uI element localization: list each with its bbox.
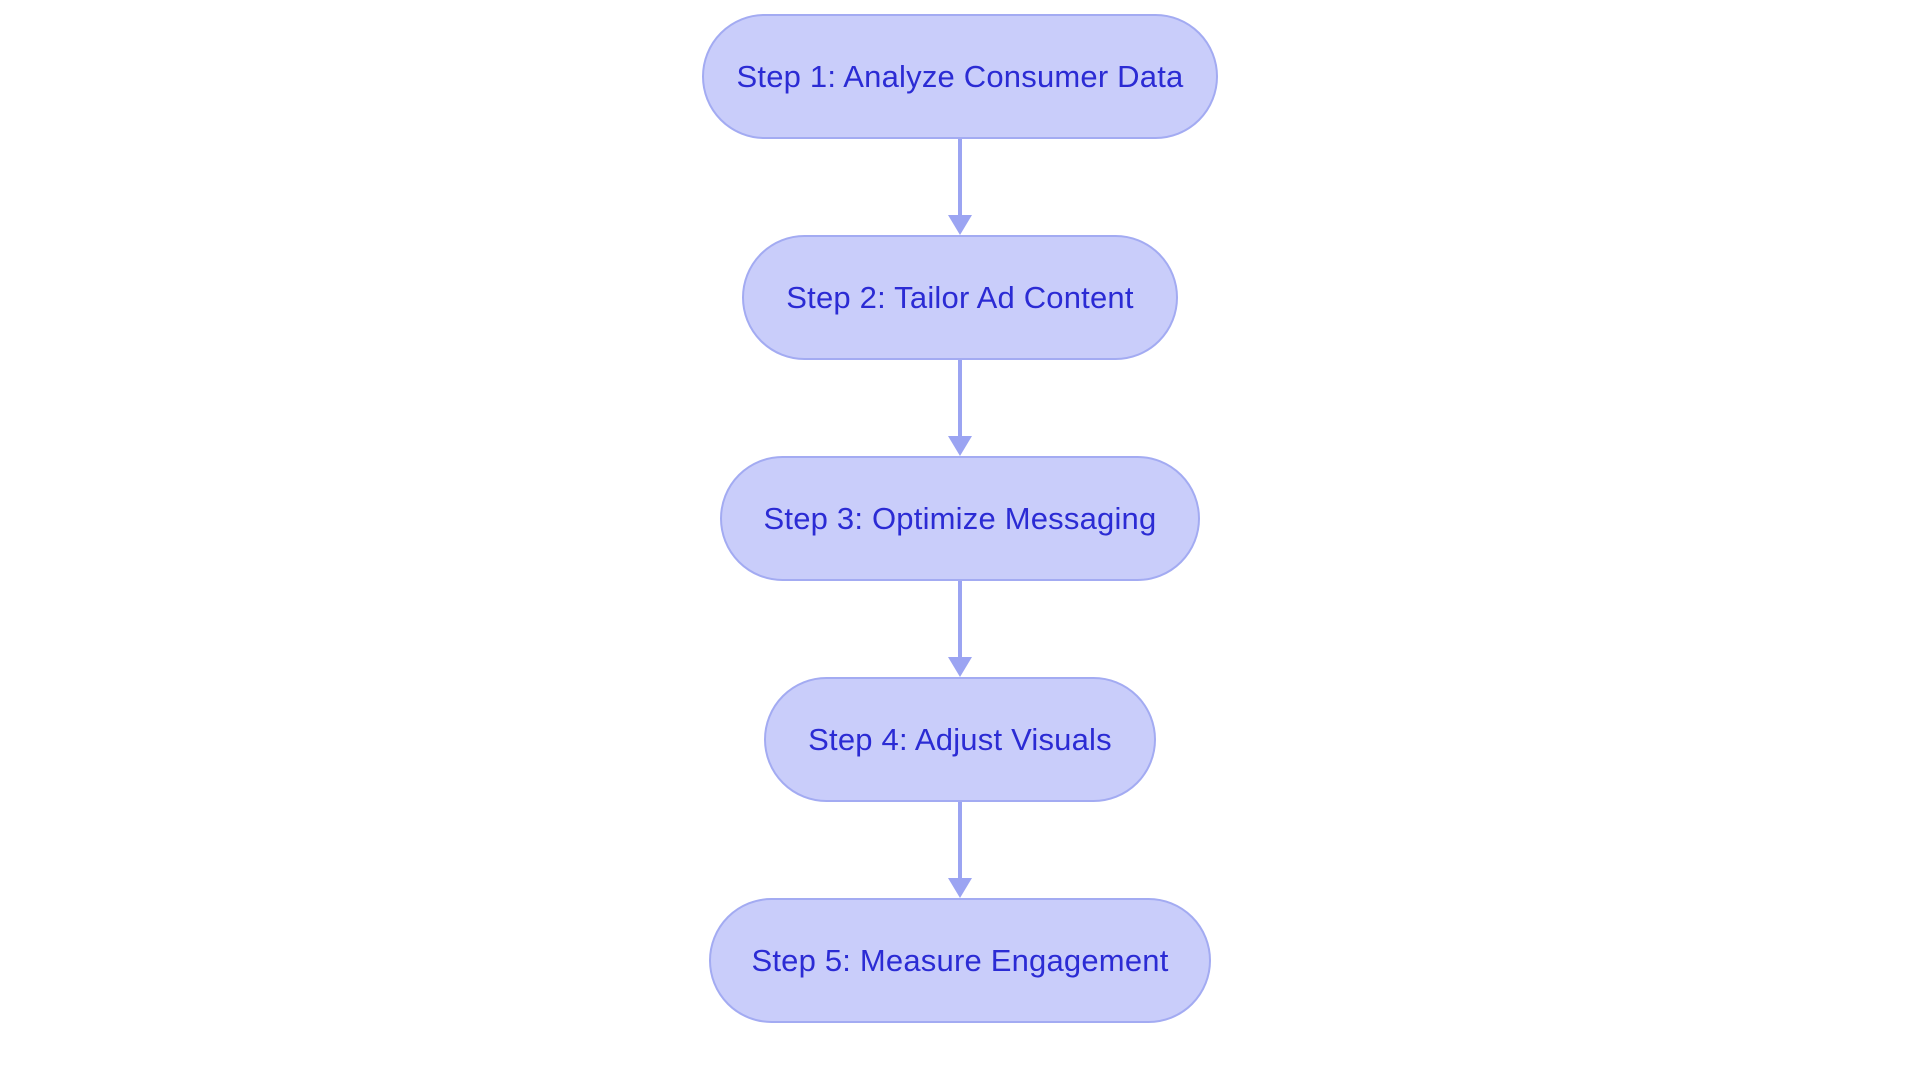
flowchart-edge-step4-step5 xyxy=(947,802,973,898)
edge-line xyxy=(958,581,962,659)
flowchart-node-step3-label: Step 3: Optimize Messaging xyxy=(763,501,1157,536)
arrow-down-icon xyxy=(948,657,972,677)
arrow-down-icon xyxy=(948,215,972,235)
flowchart-node-step1-label: Step 1: Analyze Consumer Data xyxy=(736,59,1184,94)
flowchart-node-step3[interactable]: Step 3: Optimize Messaging xyxy=(720,456,1200,581)
flowchart-edge-step1-step2 xyxy=(947,139,973,235)
flowchart-node-step1[interactable]: Step 1: Analyze Consumer Data xyxy=(702,14,1218,139)
arrow-down-icon xyxy=(948,436,972,456)
flowchart-node-step5-label: Step 5: Measure Engagement xyxy=(751,943,1169,978)
flowchart-node-step4-label: Step 4: Adjust Visuals xyxy=(808,722,1112,757)
flowchart-node-step5[interactable]: Step 5: Measure Engagement xyxy=(709,898,1211,1023)
arrow-down-icon xyxy=(948,878,972,898)
flowchart-edge-step3-step4 xyxy=(947,581,973,677)
edge-line xyxy=(958,139,962,217)
flowchart-node-step2-label: Step 2: Tailor Ad Content xyxy=(786,280,1134,315)
edge-line xyxy=(958,360,962,438)
flowchart-edge-step2-step3 xyxy=(947,360,973,456)
flowchart-node-step4[interactable]: Step 4: Adjust Visuals xyxy=(764,677,1156,802)
edge-line xyxy=(958,802,962,880)
flowchart-node-step2[interactable]: Step 2: Tailor Ad Content xyxy=(742,235,1178,360)
